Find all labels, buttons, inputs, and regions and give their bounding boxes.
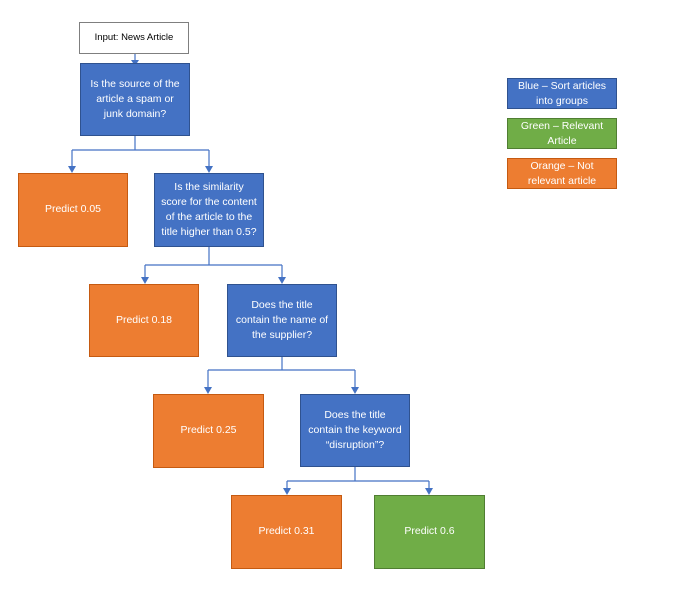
arrowhead — [205, 166, 213, 173]
prediction-node-0-25: Predict 0.25 — [153, 394, 264, 468]
prediction-text: Predict 0.25 — [180, 424, 237, 437]
prediction-node-0-05: Predict 0.05 — [18, 173, 128, 247]
arrowhead — [68, 166, 76, 173]
prediction-node-0-18: Predict 0.18 — [89, 284, 199, 357]
legend-blue: Blue – Sort articles into groups — [507, 78, 617, 109]
decision-text: Does the title contain the keyword “disr… — [308, 408, 402, 452]
arrowhead — [351, 387, 359, 394]
input-node-label: Input: News Article — [94, 32, 174, 44]
prediction-text: Predict 0.6 — [404, 525, 455, 538]
decision-node-disruption-keyword: Does the title contain the keyword “disr… — [300, 394, 410, 467]
decision-text: Is the source of the article a spam or j… — [90, 77, 180, 121]
legend-blue-text: Blue – Sort articles into groups — [517, 79, 607, 107]
connector-q4-split — [286, 467, 430, 490]
input-node: Input: News Article — [79, 22, 189, 54]
prediction-text: Predict 0.18 — [115, 313, 173, 326]
legend-orange: Orange – Not relevant article — [507, 158, 617, 189]
decision-node-spam-domain: Is the source of the article a spam or j… — [80, 63, 190, 136]
prediction-node-0-31: Predict 0.31 — [231, 495, 342, 569]
prediction-node-0-6: Predict 0.6 — [374, 495, 485, 569]
legend-orange-text: Orange – Not relevant article — [527, 159, 597, 187]
arrowhead — [425, 488, 433, 495]
legend-green-text: Green – Relevant Article — [520, 119, 604, 147]
decision-node-supplier-name: Does the title contain the name of the s… — [227, 284, 337, 357]
prediction-text: Predict 0.31 — [258, 525, 315, 538]
legend-green: Green – Relevant Article — [507, 118, 617, 149]
prediction-text: Predict 0.05 — [44, 203, 102, 216]
connector-q1-split — [71, 136, 210, 168]
decision-text: Does the title contain the name of the s… — [235, 298, 329, 342]
decision-node-similarity-score: Is the similarity score for the content … — [154, 173, 264, 247]
arrowhead — [278, 277, 286, 284]
arrowhead — [204, 387, 212, 394]
decision-text: Is the similarity score for the content … — [161, 180, 257, 239]
connector-q3-split — [207, 356, 356, 389]
arrowhead — [141, 277, 149, 284]
connector-q2-split — [144, 247, 283, 279]
arrowhead — [283, 488, 291, 495]
